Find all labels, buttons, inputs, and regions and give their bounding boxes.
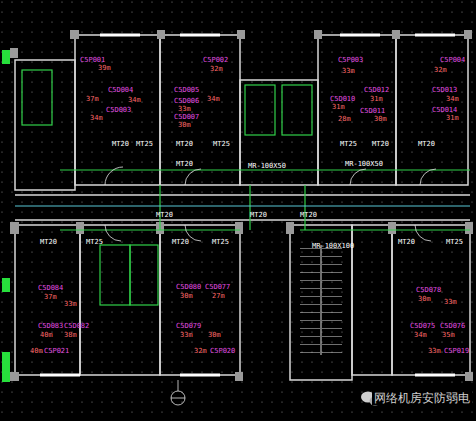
cable-length: 31m — [370, 95, 383, 103]
outlet-code: C5P020 — [210, 347, 235, 355]
outlet-code: C5D077 — [205, 283, 230, 291]
cable-length: 28m — [338, 115, 351, 123]
conduit-label: MT20 — [156, 211, 173, 219]
outlet-code: C5D078 — [416, 286, 441, 294]
cable-length: 27m — [212, 292, 225, 300]
watermark: 网络机房安防弱电 — [372, 391, 472, 405]
cable-length: 32m — [210, 65, 223, 73]
conduit-label: MT20 — [418, 140, 435, 148]
outlet-code: C5D012 — [364, 86, 389, 94]
cable-length: 37m — [44, 293, 57, 301]
cable-length: 34m — [90, 114, 103, 122]
outlet-code: C5D005 — [174, 86, 199, 94]
cable-length: 38m — [64, 331, 77, 339]
conduit-label: MT20 — [250, 211, 267, 219]
outlet-code: C5D004 — [108, 86, 133, 94]
outlet-code: C5D007 — [174, 113, 199, 121]
conduit-label: MT25 — [446, 238, 463, 246]
conduit-label: MT25 — [340, 140, 357, 148]
outlet-code: C5D076 — [440, 322, 465, 330]
cable-length: 34m — [207, 95, 220, 103]
outlet-code: C5P019 — [444, 347, 469, 355]
conduit-label: MT20 — [176, 160, 193, 168]
cable-length: 33m — [64, 300, 77, 308]
cable-length: 30m — [208, 331, 221, 339]
cable-length: 31m — [332, 103, 345, 111]
conduit-label: MR-100X50 — [345, 160, 383, 168]
outlet-code: C5D014 — [432, 106, 457, 114]
conduit-label: MT20 — [398, 238, 415, 246]
cable-length: 30m — [374, 115, 387, 123]
conduit-label: MT20 — [172, 238, 189, 246]
outlet-code: C5P021 — [44, 347, 69, 355]
outlet-code: C5P001 — [80, 56, 105, 64]
outlet-code: C5P004 — [440, 56, 465, 64]
conduit-label: MT25 — [213, 140, 230, 148]
conduit-label: MT25 — [86, 238, 103, 246]
cable-length: 33m — [180, 331, 193, 339]
outlet-code: C5D082 — [64, 322, 89, 330]
cable-length: 33m — [444, 298, 457, 306]
conduit-label: MT25 — [212, 238, 229, 246]
outlet-code: C5D080 — [176, 283, 201, 291]
conduit-label: MR-100X100 — [312, 242, 354, 250]
cable-length: 40m — [30, 347, 43, 355]
conduit-label: MT20 — [176, 140, 193, 148]
cable-length: 30m — [178, 121, 191, 129]
cable-length: 34m — [128, 96, 141, 104]
cable-length: 32m — [194, 347, 207, 355]
cable-length: 30m — [180, 292, 193, 300]
cable-length: 32m — [434, 66, 447, 74]
outlet-code: C5D011 — [360, 107, 385, 115]
outlet-code: C5D003 — [106, 106, 131, 114]
outlet-code: C5D084 — [38, 284, 63, 292]
outlet-code: C5D010 — [330, 95, 355, 103]
conduit-label: MT20 — [112, 140, 129, 148]
outlet-code: C5D079 — [176, 322, 201, 330]
cable-length: 30m — [418, 295, 431, 303]
outlet-code: C5D006 — [174, 97, 199, 105]
cable-length: 34m — [446, 95, 459, 103]
cable-length: 33m — [178, 105, 191, 113]
outlet-code: C5D013 — [432, 86, 457, 94]
outlet-code: C5P002 — [203, 56, 228, 64]
cable-length: 33m — [428, 347, 441, 355]
cable-length: 39m — [98, 64, 111, 72]
cable-length: 31m — [446, 114, 459, 122]
outlet-code: C5D083 — [38, 322, 63, 330]
outlet-code: C5P003 — [338, 56, 363, 64]
conduit-label: MT20 — [372, 140, 389, 148]
cable-length: 37m — [86, 95, 99, 103]
cable-length: 33m — [342, 67, 355, 75]
cable-length: 34m — [414, 331, 427, 339]
conduit-label: MT20 — [40, 238, 57, 246]
conduit-label: MT25 — [136, 140, 153, 148]
cable-length: 35m — [442, 331, 455, 339]
conduit-label: MR-100X50 — [248, 162, 286, 170]
conduit-label: MT20 — [300, 211, 317, 219]
outlet-code: C5D075 — [410, 322, 435, 330]
cable-length: 40m — [40, 331, 53, 339]
